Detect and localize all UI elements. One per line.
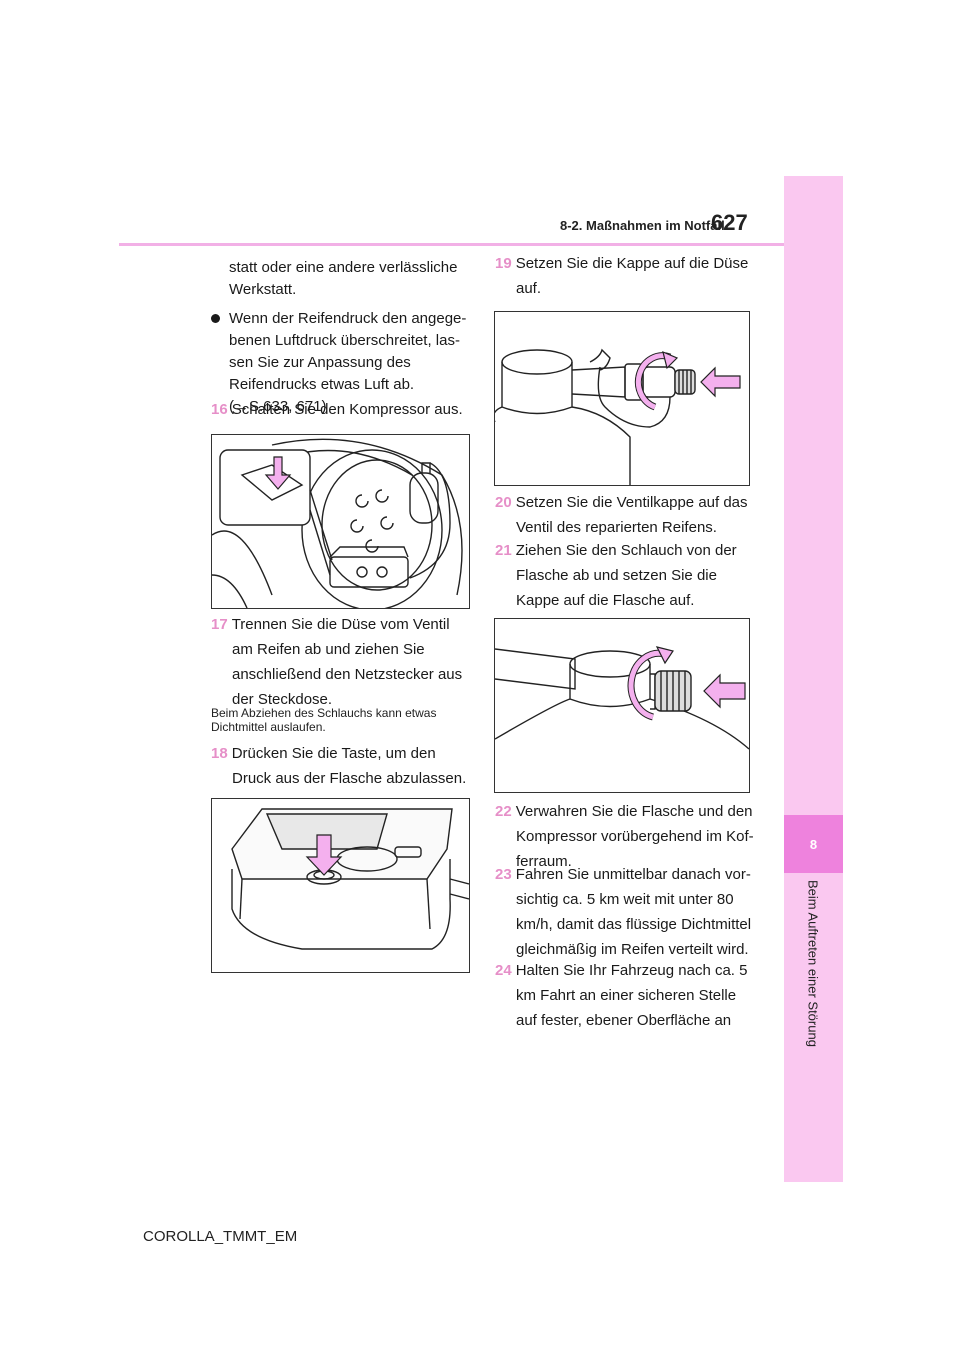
bullet-line-4: Reifendrucks etwas Luft ab.	[229, 376, 415, 393]
step-23-line-3: km/h, damit das flüssige Dichtmittel	[516, 916, 752, 933]
step-23-line-4: gleichmäßig im Reifen verteilt wird.	[516, 941, 749, 958]
note-line-2: Dichtmittel auslaufen.	[211, 720, 326, 734]
figure-pressure-release-button	[211, 798, 470, 973]
note: Beim Abziehen des Schlauchs kann etwas D…	[211, 706, 436, 734]
intro-line-1: statt oder eine andere verlässliche	[229, 259, 458, 276]
page-number: 627	[711, 210, 748, 235]
intro-line-2: Werkstatt.	[229, 281, 297, 298]
step-number: 18	[211, 745, 228, 762]
step-19-line-2: auf.	[516, 280, 542, 297]
figure-bottle-cap	[494, 618, 750, 793]
step-number: 22	[495, 803, 512, 820]
step-23-line-1: Fahren Sie unmittelbar danach vor-	[515, 866, 751, 883]
step-17-line-2: am Reifen ab und ziehen Sie	[232, 641, 425, 658]
step-18-line-1: Drücken Sie die Taste, um den	[231, 745, 436, 762]
step-text: Schalten Sie den Kompressor aus.	[231, 401, 463, 418]
step-number: 16	[211, 401, 228, 418]
step-22-line-1: Verwahren Sie die Flasche und den	[515, 803, 753, 820]
figure-nozzle-cap	[494, 311, 750, 486]
chapter-number: 8	[784, 815, 843, 873]
step-number: 19	[495, 255, 512, 272]
bottle-cap-illustration	[495, 646, 749, 750]
bullet-dot	[211, 314, 220, 323]
step-22-line-3: ferraum.	[516, 853, 572, 870]
chapter-side-tab	[784, 176, 843, 1182]
step-number: 24	[495, 962, 512, 979]
header-rule	[119, 243, 784, 246]
note-line-1: Beim Abziehen des Schlauchs kann etwas	[211, 706, 437, 720]
step-20-line-2: Ventil des reparierten Reifens.	[516, 519, 717, 536]
bullet-item: Wenn der Reifendruck den angege- benen L…	[211, 308, 471, 418]
step-23-line-2: sichtig ca. 5 km weit mit unter 80	[516, 891, 734, 908]
nozzle-cap-illustration	[495, 348, 741, 485]
footer-document-code: COROLLA_TMMT_EM	[143, 1228, 298, 1245]
step-20-line-1: Setzen Sie die Ventilkappe auf das	[515, 494, 748, 511]
bullet-line-2: benen Luftdruck überschreitet, las-	[229, 332, 460, 349]
step-number: 17	[211, 616, 228, 633]
step-19-line-1: Setzen Sie die Kappe auf die Düse	[515, 255, 749, 272]
step-22-line-2: Kompressor vorübergehend im Kof-	[516, 828, 754, 845]
step-21-line-2: Flasche ab und setzen Sie die	[516, 567, 717, 584]
step-18-line-2: Druck aus der Flasche abzulassen.	[232, 770, 467, 787]
compressor-switch-illustration	[212, 438, 463, 608]
section-title: 8-2. Maßnahmen im Notfall	[560, 218, 725, 233]
step-17-line-1: Trennen Sie die Düse vom Ventil	[231, 616, 450, 633]
step-17-line-4: der Steckdose.	[232, 691, 333, 708]
chapter-label: Beim Auftreten einer Störung	[805, 880, 821, 1047]
step-number: 20	[495, 494, 512, 511]
bullet-line-1: Wenn der Reifendruck den angege-	[229, 310, 467, 327]
step-21-line-3: Kappe auf die Flasche auf.	[516, 592, 695, 609]
bullet-line-5: (→S.633, 671)	[229, 398, 327, 415]
step-number: 23	[495, 866, 512, 883]
figure-compressor-switch	[211, 434, 470, 609]
step-17-line-3: anschließend den Netzstecker aus	[232, 666, 463, 683]
step-24-line-2: km Fahrt an einer sicheren Stelle	[516, 987, 737, 1004]
bullet-line-3: sen Sie zur Anpassung des	[229, 354, 411, 371]
bottle-button-illustration	[231, 808, 469, 950]
step-24-line-3: auf fester, ebener Oberfläche an	[516, 1012, 732, 1029]
step-24-line-1: Halten Sie Ihr Fahrzeug nach ca. 5	[515, 962, 748, 979]
step-number: 21	[495, 542, 512, 559]
step-21-line-1: Ziehen Sie den Schlauch von der	[515, 542, 737, 559]
